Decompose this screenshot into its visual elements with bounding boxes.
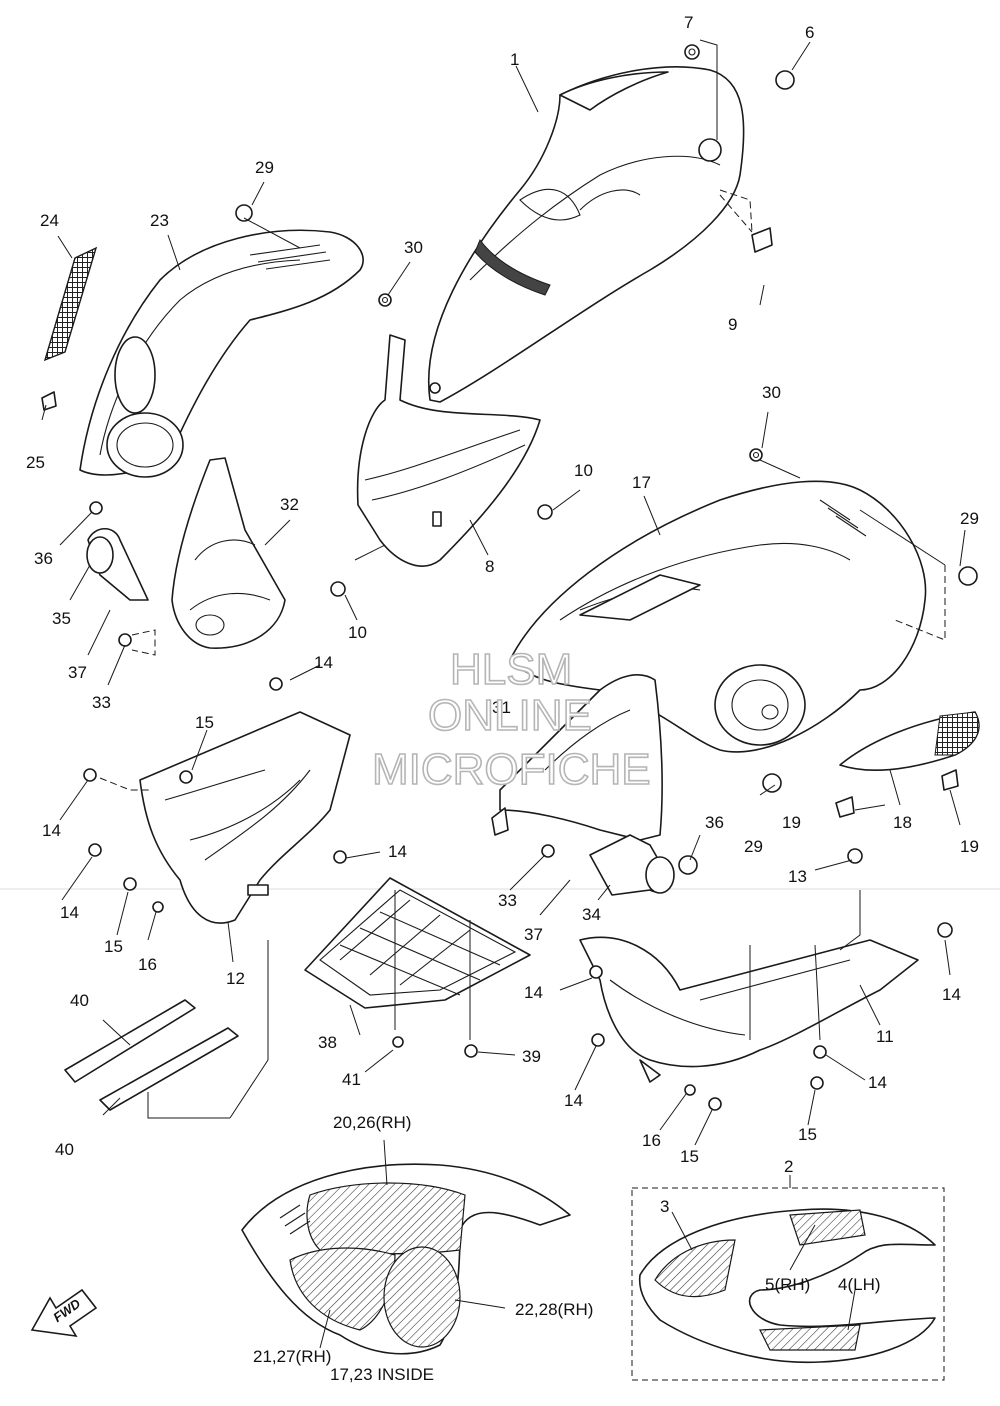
fwd-arrow: FWD — [30, 1288, 98, 1338]
label-14-h: 14 — [942, 985, 961, 1004]
label-11: 11 — [876, 1027, 894, 1046]
label-38: 38 — [318, 1033, 337, 1052]
label-34: 34 — [582, 905, 601, 924]
part-1-front-cowl — [428, 66, 745, 403]
watermark-line-1: HLSM — [450, 645, 572, 694]
part-8-inner-panel — [356, 334, 541, 567]
label-25: 25 — [26, 453, 45, 472]
label-12: 12 — [226, 969, 245, 988]
part-34-duct — [589, 834, 675, 896]
label-3: 3 — [660, 1197, 669, 1216]
label-37-a: 37 — [68, 663, 87, 682]
label-19-b: 19 — [960, 837, 979, 856]
label-14-e: 14 — [524, 983, 543, 1002]
label-16-a: 16 — [138, 955, 157, 974]
watermark-line-3: MICROFICHE — [372, 745, 651, 794]
part-2-group-box — [631, 1187, 945, 1381]
label-7: 7 — [684, 13, 693, 32]
label-5: 5(RH) — [765, 1275, 810, 1294]
label-30-a: 30 — [404, 238, 423, 257]
label-10-bottom: 10 — [348, 623, 367, 642]
label-14-f: 14 — [564, 1091, 583, 1110]
label-13: 13 — [788, 867, 807, 886]
label-31: 31 — [492, 698, 511, 717]
label-24: 24 — [40, 211, 59, 230]
label-18: 18 — [893, 813, 912, 832]
fasteners — [41, 44, 978, 1111]
label-16-b: 16 — [642, 1131, 661, 1150]
label-22-28: 22,28(RH) — [515, 1300, 593, 1319]
part-31-bracket — [491, 674, 663, 841]
label-40-b: 40 — [55, 1140, 74, 1159]
note-inside: 17,23 INSIDE — [330, 1365, 434, 1384]
part-38-skid-plate — [304, 877, 531, 1009]
label-14-c: 14 — [60, 903, 79, 922]
label-32: 32 — [280, 495, 299, 514]
label-4: 4(LH) — [838, 1275, 881, 1294]
label-21-27: 21,27(RH) — [253, 1347, 331, 1366]
part-12-under-cowl — [139, 711, 351, 924]
label-14-d: 14 — [388, 842, 407, 861]
part-11-under-cowl — [579, 936, 919, 1083]
label-36-a: 36 — [34, 549, 53, 568]
label-39: 39 — [522, 1047, 541, 1066]
leader-lines — [41, 39, 966, 1349]
watermark: HLSM ONLINE MICROFICHE — [371, 644, 651, 795]
label-33-b: 33 — [498, 891, 517, 910]
label-15-b: 15 — [104, 937, 123, 956]
label-8: 8 — [485, 557, 494, 576]
part-20-21-22-cover — [241, 1163, 571, 1355]
label-36-b: 36 — [705, 813, 724, 832]
label-30-b: 30 — [762, 383, 781, 402]
label-29-b: 29 — [960, 509, 979, 528]
label-41: 41 — [342, 1070, 361, 1089]
part-24-grille — [43, 246, 98, 362]
label-9: 9 — [728, 315, 737, 334]
label-14-g: 14 — [868, 1073, 887, 1092]
label-15-a: 15 — [195, 713, 214, 732]
watermark-line-2: ONLINE — [428, 691, 592, 740]
label-14-b: 14 — [42, 821, 61, 840]
callout-labels: 1 2 3 4(LH) 5(RH) 6 7 8 9 10 10 11 12 13… — [26, 13, 979, 1384]
label-40-a: 40 — [70, 991, 89, 1010]
part-35-duct — [86, 527, 149, 601]
label-6: 6 — [805, 23, 814, 42]
label-35: 35 — [52, 609, 71, 628]
part-18-grille — [839, 711, 980, 771]
label-10-top: 10 — [574, 461, 593, 480]
label-17: 17 — [632, 473, 651, 492]
label-23: 23 — [150, 211, 169, 230]
label-29-a: 29 — [255, 158, 274, 177]
part-23-side-cover — [79, 229, 364, 478]
label-37-b: 37 — [524, 925, 543, 944]
part-40-strips — [64, 999, 239, 1111]
label-1: 1 — [510, 50, 519, 69]
label-14-a: 14 — [314, 653, 333, 672]
label-19-a: 19 — [782, 813, 801, 832]
label-15-c: 15 — [680, 1147, 699, 1166]
label-33-a: 33 — [92, 693, 111, 712]
label-15-d: 15 — [798, 1125, 817, 1144]
label-29-c: 29 — [744, 837, 763, 856]
label-20-26: 20,26(RH) — [333, 1113, 411, 1132]
part-32-inner-bracket — [171, 457, 286, 649]
label-2: 2 — [784, 1157, 793, 1176]
